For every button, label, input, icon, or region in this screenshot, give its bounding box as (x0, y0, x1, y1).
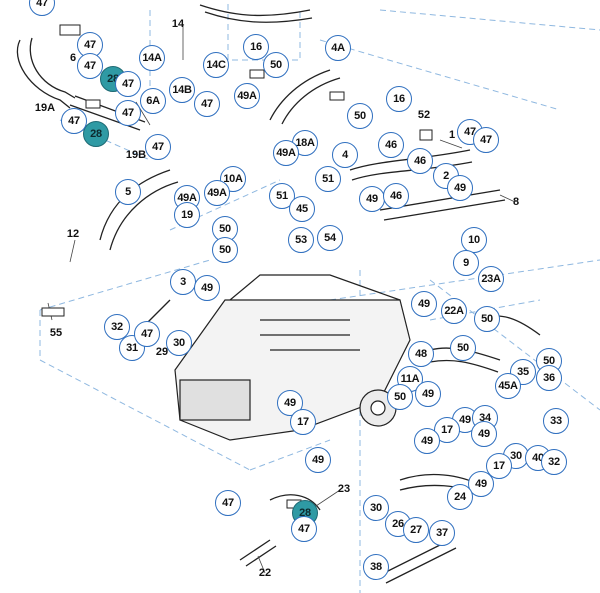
part-callout[interactable]: 47 (215, 490, 241, 516)
part-callout[interactable]: 23A (478, 266, 504, 292)
part-label[interactable]: 55 (49, 327, 63, 339)
part-callout[interactable]: 49 (414, 428, 440, 454)
part-callout[interactable]: 36 (536, 365, 562, 391)
part-callout[interactable]: 37 (429, 520, 455, 546)
part-callout[interactable]: 48 (408, 341, 434, 367)
part-callout[interactable]: 49 (277, 390, 303, 416)
part-callout[interactable]: 17 (290, 409, 316, 435)
part-callout[interactable]: 30 (363, 495, 389, 521)
part-label[interactable]: 14 (171, 18, 185, 30)
part-callout[interactable]: 6A (140, 88, 166, 114)
part-callout[interactable]: 22A (441, 298, 467, 324)
part-callout[interactable]: 51 (315, 166, 341, 192)
part-callout[interactable]: 16 (243, 34, 269, 60)
part-callout[interactable]: 33 (543, 408, 569, 434)
part-callout[interactable]: 49A (234, 83, 260, 109)
part-callout[interactable]: 46 (383, 183, 409, 209)
part-callout[interactable]: 4 (332, 142, 358, 168)
part-callout[interactable]: 47 (145, 134, 171, 160)
part-callout[interactable]: 49 (194, 275, 220, 301)
part-callout[interactable]: 49A (204, 180, 230, 206)
part-callout[interactable]: 24 (447, 484, 473, 510)
part-callout[interactable]: 10 (461, 227, 487, 253)
part-label[interactable]: 23 (337, 483, 351, 495)
part-label[interactable]: 8 (512, 196, 520, 208)
part-callout[interactable]: 47 (115, 100, 141, 126)
part-callout[interactable]: 50 (212, 237, 238, 263)
part-label[interactable]: 52 (417, 109, 431, 121)
part-callout[interactable]: 14B (169, 77, 195, 103)
part-callout[interactable]: 49A (273, 140, 299, 166)
part-callout[interactable]: 50 (263, 52, 289, 78)
part-callout[interactable]: 46 (378, 132, 404, 158)
part-callout[interactable]: 49 (305, 447, 331, 473)
part-callout[interactable]: 45A (495, 373, 521, 399)
part-label[interactable]: 22 (258, 567, 272, 579)
part-callout[interactable]: 30 (166, 330, 192, 356)
part-callout[interactable]: 50 (387, 384, 413, 410)
part-label[interactable]: 1 (448, 129, 456, 141)
part-callout[interactable]: 28 (83, 121, 109, 147)
part-callout[interactable]: 47 (134, 321, 160, 347)
part-callout[interactable]: 9 (453, 250, 479, 276)
part-callout[interactable]: 50 (474, 306, 500, 332)
part-callout[interactable]: 16 (386, 86, 412, 112)
engine-block (174, 274, 411, 441)
part-callout[interactable]: 3 (170, 269, 196, 295)
part-callout[interactable]: 50 (347, 103, 373, 129)
part-callout[interactable]: 49 (447, 175, 473, 201)
part-callout[interactable]: 45 (289, 196, 315, 222)
part-callout[interactable]: 19 (174, 202, 200, 228)
part-label[interactable]: 29 (155, 346, 169, 358)
part-callout[interactable]: 14A (139, 45, 165, 71)
part-callout[interactable]: 38 (363, 554, 389, 580)
part-callout[interactable]: 54 (317, 225, 343, 251)
part-callout[interactable]: 5 (115, 179, 141, 205)
part-callout[interactable]: 49 (415, 381, 441, 407)
part-callout[interactable]: 47 (473, 127, 499, 153)
part-callout[interactable]: 17 (486, 453, 512, 479)
part-label[interactable]: 19B (125, 149, 147, 161)
part-callout[interactable]: 53 (288, 227, 314, 253)
part-label[interactable]: 19A (34, 102, 56, 114)
part-callout[interactable]: 50 (450, 335, 476, 361)
part-callout[interactable]: 49 (471, 421, 497, 447)
leader-lines (47, 26, 516, 574)
part-callout[interactable]: 47 (115, 71, 141, 97)
part-callout[interactable]: 47 (61, 108, 87, 134)
part-callout[interactable]: 35 (510, 359, 536, 385)
part-callout[interactable]: 47 (291, 516, 317, 542)
part-callout[interactable]: 14C (203, 52, 229, 78)
part-callout[interactable]: 46 (407, 148, 433, 174)
part-callout[interactable]: 32 (541, 449, 567, 475)
part-callout[interactable]: 49 (359, 186, 385, 212)
part-callout[interactable]: 47 (194, 91, 220, 117)
part-label[interactable]: 12 (66, 228, 80, 240)
part-callout[interactable]: 4A (325, 35, 351, 61)
part-callout[interactable]: 47 (77, 53, 103, 79)
part-callout[interactable]: 27 (403, 517, 429, 543)
part-label[interactable]: 6 (69, 52, 77, 64)
part-callout[interactable]: 49 (411, 291, 437, 317)
